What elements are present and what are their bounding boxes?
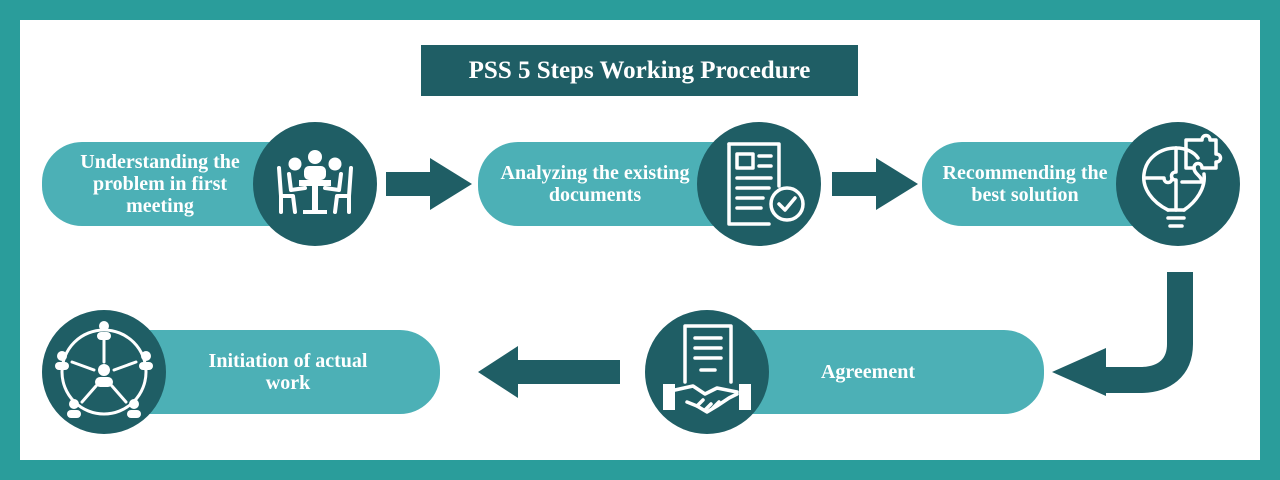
step-5-icon-circle (42, 310, 166, 434)
document-check-icon (727, 142, 805, 226)
step-3-label: Recommending the best solution (942, 162, 1108, 206)
step-1-label: Understanding the problem in first meeti… (80, 151, 240, 217)
step-4-label: Agreement (820, 361, 916, 383)
team-network-icon (55, 321, 153, 418)
step-2-label: Analyzing the existing documents (500, 162, 690, 206)
step-3-icon-circle (1116, 122, 1240, 246)
handshake-contract-icon (663, 324, 751, 414)
meeting-table-icon (277, 150, 353, 214)
step-4-icon-circle (645, 310, 769, 434)
arrow-step4-to-step5 (478, 346, 620, 398)
step-2-icon-circle (697, 122, 821, 246)
arrow-step3-to-step4 (1052, 272, 1193, 396)
arrow-step1-to-step2 (386, 158, 472, 210)
step-1-icon-circle (253, 122, 377, 246)
arrow-step2-to-step3 (832, 158, 918, 210)
step-5-label: Initiation of actual work (208, 350, 368, 394)
puzzle-lightbulb-icon (1142, 133, 1223, 228)
diagram-title: PSS 5 Steps Working Procedure (421, 45, 858, 96)
